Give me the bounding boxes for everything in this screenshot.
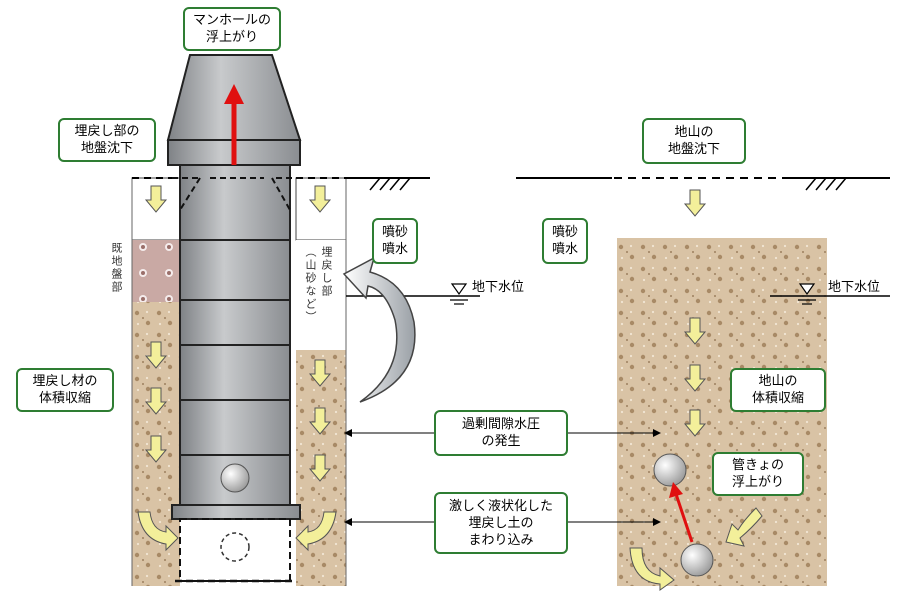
label-manhole-float-text: マンホールの 浮上がり: [192, 13, 271, 45]
label-sand-boil-right: 噴砂 噴水: [542, 218, 588, 264]
label-sand-boil-left: 噴砂 噴水: [372, 218, 418, 264]
backfill-zone-label: 埋戻し部 （山砂など）: [304, 246, 333, 324]
label-liquefied-backfill-text: 激しく液状化した 埋戻し土の まわり込み: [448, 498, 553, 548]
groundwater-left: [346, 283, 480, 305]
manhole: [166, 54, 302, 583]
label-sand-boil-right-text: 噴砂 噴水: [551, 225, 578, 257]
label-excess-pore-pressure-text: 過剰間隙水圧 の発生: [461, 417, 540, 449]
wrap-arrows-left: [137, 511, 337, 552]
label-natural-compaction: 地山の 体積収縮: [730, 368, 826, 412]
wrap-arrows-right: [629, 507, 763, 591]
label-manhole-float: マンホールの 浮上がり: [183, 7, 281, 51]
label-liquefied-backfill: 激しく液状化した 埋戻し土の まわり込み: [434, 492, 568, 554]
label-pipe-float-text: 管きょの 浮上がり: [731, 458, 784, 490]
label-excess-pore-pressure: 過剰間隙水圧 の発生: [434, 410, 568, 456]
label-natural-subsidence-text: 地山の 地盤沈下: [667, 125, 720, 157]
sand-boil-arrow: [342, 256, 416, 403]
label-backfill-subsidence: 埋戻し部の 地盤沈下: [58, 118, 156, 162]
groundwater-right: [770, 283, 890, 305]
label-backfill-subsidence-text: 埋戻し部の 地盤沈下: [74, 124, 140, 156]
leader-lines: [344, 429, 661, 526]
groundwater-label-left: 地下水位: [472, 280, 525, 295]
label-natural-compaction-text: 地山の 体積収縮: [751, 374, 804, 406]
existing-ground-label: 既地盤部: [110, 242, 123, 294]
label-backfill-compaction: 埋戻し材の 体積収縮: [16, 368, 114, 412]
label-natural-subsidence: 地山の 地盤沈下: [642, 118, 746, 164]
uplift-arrow-manhole: [224, 84, 244, 165]
label-sand-boil-left-text: 噴砂 噴水: [381, 225, 408, 257]
label-pipe-float: 管きょの 浮上がり: [712, 452, 804, 496]
pipe: [653, 453, 714, 577]
label-backfill-compaction-text: 埋戻し材の 体積収縮: [32, 374, 98, 406]
groundwater-label-right: 地下水位: [828, 280, 881, 295]
